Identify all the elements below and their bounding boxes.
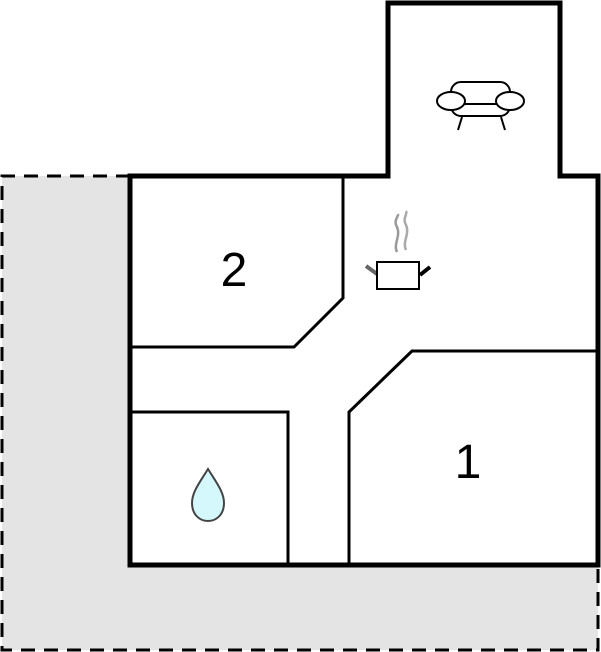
terrace-border [0, 174, 600, 652]
room-label-1: 1 [455, 436, 482, 489]
bedroom-1-wall [347, 349, 598, 565]
bathroom-wall [130, 410, 290, 565]
water-drop-icon [190, 467, 226, 523]
room-label-2: 2 [221, 244, 248, 297]
cooking-pot-icon [364, 210, 432, 290]
bedroom-2-wall [130, 176, 345, 349]
outer-walls [127, 0, 601, 568]
sofa-icon [436, 81, 525, 131]
terrace-area [2, 176, 598, 650]
